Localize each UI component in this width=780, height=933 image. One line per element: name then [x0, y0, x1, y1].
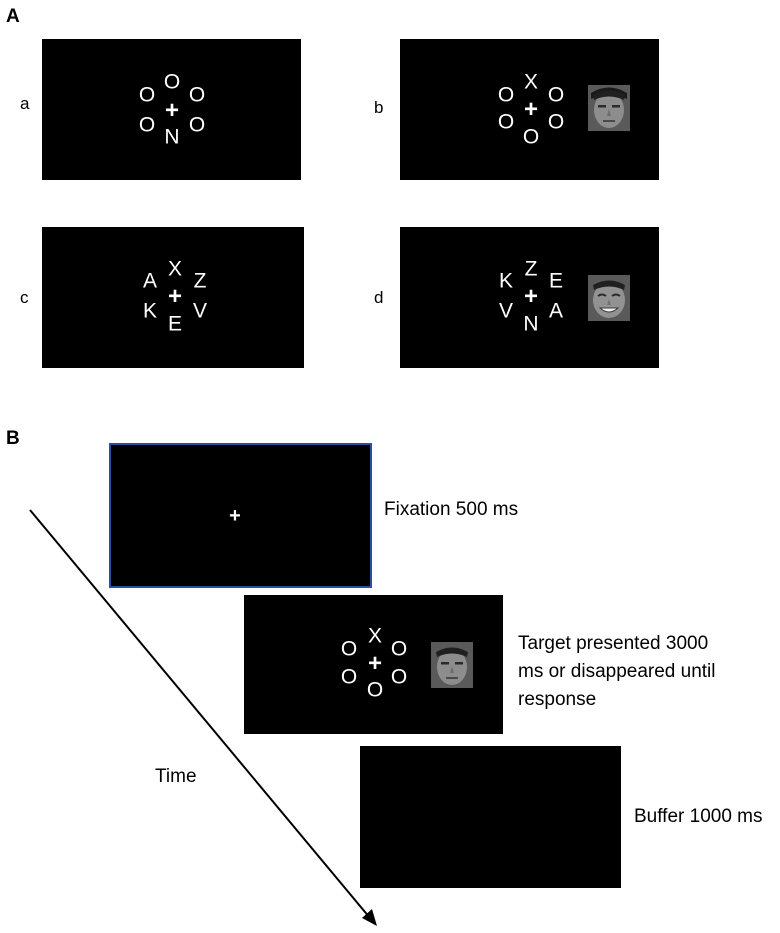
screen-a-label: a — [20, 94, 30, 113]
letter-top: O — [163, 70, 181, 94]
smiling-face-photo — [588, 275, 630, 321]
fixation-caption: Fixation 500 ms — [384, 499, 519, 520]
letter-left-top: O — [138, 83, 156, 107]
panel-b-label: B — [6, 428, 20, 449]
target-screen: X O O + O O O — [244, 595, 503, 734]
letter-bottom: N — [523, 312, 539, 336]
fixation-cross: + — [523, 96, 539, 123]
fixation-cross: + — [367, 650, 383, 677]
target-caption-line: ms or disappeared until — [518, 661, 716, 682]
letter-left-top: A — [142, 269, 158, 293]
stimulus-screen-d: Z K E + V A N — [400, 227, 659, 368]
panel-a-label: A — [6, 6, 20, 27]
neutral-face-photo — [588, 85, 630, 131]
letter-left-bottom: O — [138, 113, 156, 137]
letter-left-top: O — [497, 83, 515, 107]
screen-b-label: b — [374, 98, 384, 117]
letter-right-top: E — [548, 269, 564, 293]
stimulus-screen-c: X A Z + K V E — [42, 227, 304, 368]
letter-top: X — [167, 257, 183, 281]
screen-d-label: d — [374, 288, 384, 307]
letter-bottom: N — [164, 125, 180, 149]
stimulus-screen-a: O O O + O O N — [42, 39, 301, 180]
letter-bottom: E — [167, 312, 183, 336]
target-caption-line: response — [518, 689, 597, 710]
letter-right-top: O — [188, 83, 206, 107]
letter-top: X — [367, 624, 383, 648]
time-label: Time — [155, 766, 197, 787]
letter-right-top: O — [547, 83, 565, 107]
letter-right-bottom: A — [548, 299, 564, 323]
letter-left-bottom: K — [142, 299, 158, 323]
letter-top: Z — [524, 257, 538, 281]
letter-right-top: Z — [193, 269, 207, 293]
target-caption-line: Target presented 3000 — [518, 633, 709, 654]
fixation-cross: + — [523, 283, 539, 310]
letter-left-bottom: V — [498, 299, 514, 323]
letter-top: X — [523, 70, 539, 94]
neutral-face-photo — [431, 642, 473, 688]
fixation-cross: + — [229, 505, 241, 527]
letter-right-bottom: V — [192, 299, 208, 323]
letter-left-bottom: O — [497, 110, 515, 134]
screen-c-label: c — [20, 288, 29, 307]
letter-bottom: O — [366, 678, 384, 702]
letter-right-bottom: O — [188, 113, 206, 137]
fixation-screen: + — [109, 443, 372, 588]
letter-right-top: O — [390, 637, 408, 661]
buffer-screen — [360, 746, 621, 888]
letter-left-top: K — [498, 269, 514, 293]
letter-left-bottom: O — [340, 665, 358, 689]
letter-left-top: O — [340, 637, 358, 661]
letter-bottom: O — [522, 125, 540, 149]
fixation-cross: + — [167, 283, 183, 310]
letter-right-bottom: O — [547, 110, 565, 134]
buffer-caption: Buffer 1000 ms — [634, 806, 763, 827]
fixation-cross: + — [164, 97, 180, 124]
target-caption: Target presented 3000 ms or disappeared … — [518, 630, 716, 714]
letter-right-bottom: O — [390, 665, 408, 689]
stimulus-screen-b: X O O + O O O — [400, 39, 659, 180]
